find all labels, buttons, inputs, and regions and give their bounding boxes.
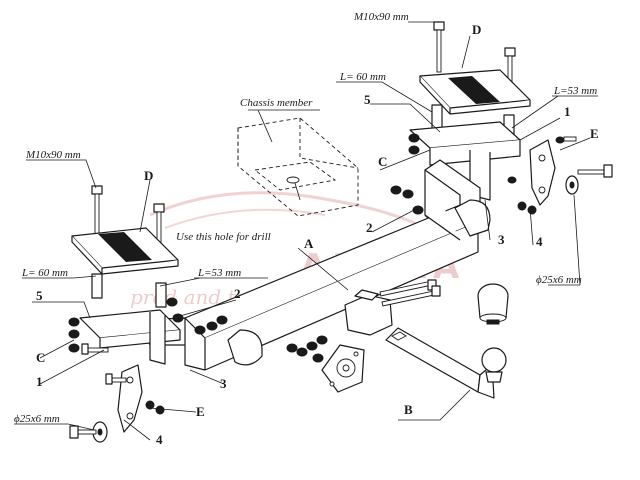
dim-length-53-lower: L=53 mm xyxy=(197,267,241,279)
label-a: A xyxy=(304,236,314,251)
dim-length-60-upper: L= 60 mm xyxy=(339,71,386,83)
dim-washer-lower: ϕ25x6 mm xyxy=(14,413,60,425)
socket-plate xyxy=(321,344,365,393)
bracket-1-lower xyxy=(79,309,181,365)
label-b: B xyxy=(404,402,413,417)
label-2-lower: 2 xyxy=(234,286,241,301)
dim-length-60-lower: L= 60 mm xyxy=(21,267,68,279)
label-d-upper: D xyxy=(472,22,481,37)
upper-bolt-left xyxy=(433,21,445,73)
crossbar-a xyxy=(139,159,491,371)
leader-lines xyxy=(14,21,598,441)
label-4-upper: 4 xyxy=(536,234,543,249)
dim-length-53-upper: L=53 mm xyxy=(553,85,597,97)
socket-nuts xyxy=(286,335,328,363)
washer-lower xyxy=(69,421,108,443)
label-3-upper: 3 xyxy=(498,232,505,247)
plate-d-upper xyxy=(419,69,531,115)
lower-bolt-left xyxy=(91,185,103,235)
label-e-upper: E xyxy=(590,126,599,141)
label-e-lower: E xyxy=(196,404,205,419)
chassis-member-label: Chassis member xyxy=(240,97,313,109)
tow-ball-b xyxy=(385,327,507,399)
nut-stack-lower xyxy=(68,297,228,415)
label-c-lower: C xyxy=(36,350,45,365)
dim-bolt-lower: M10x90 mm xyxy=(25,149,81,161)
washer-upper xyxy=(565,164,613,195)
dim-bolt-upper: M10x90 mm xyxy=(353,11,409,23)
label-c-upper: C xyxy=(378,154,387,169)
label-d-lower: D xyxy=(144,168,153,183)
spacer-5-lower xyxy=(91,273,167,308)
label-5-upper: 5 xyxy=(364,92,371,107)
label-2-upper: 2 xyxy=(366,220,373,235)
plate-d-lower xyxy=(71,227,179,275)
drill-hole-marker xyxy=(286,176,300,184)
ball-cover xyxy=(477,283,509,325)
chassis-member xyxy=(237,109,359,217)
label-4-lower: 4 xyxy=(156,432,163,447)
centre-mount xyxy=(344,279,441,336)
fixing-plate-e-lower xyxy=(117,364,143,433)
label-1-lower: 1 xyxy=(36,374,43,389)
drill-hole-note: Use this hole for drill xyxy=(176,231,271,243)
label-1-upper: 1 xyxy=(564,104,571,119)
label-3-lower: 3 xyxy=(220,376,227,391)
dim-washer-upper: ϕ25x6 mm xyxy=(536,274,582,286)
fixing-plate-e-upper xyxy=(529,139,556,206)
label-5-lower: 5 xyxy=(36,288,43,303)
lower-bolt-right xyxy=(153,203,165,251)
